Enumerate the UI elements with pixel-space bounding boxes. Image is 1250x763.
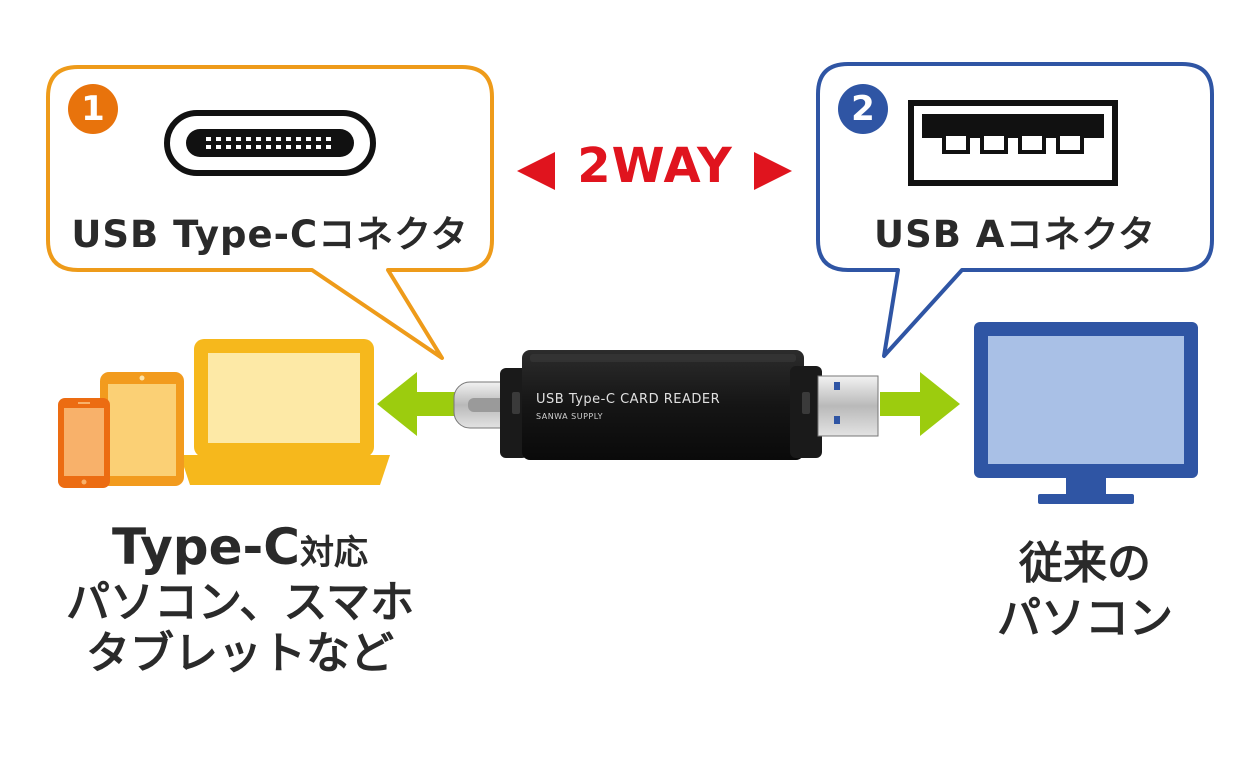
right-caption-line2: パソコン [997,593,1173,644]
left-bubble-label: USB Type-Cコネクタ [71,213,469,256]
smartphone-icon [58,398,110,488]
step-1-badge: 1 [68,84,118,134]
green-arrow-right-icon [880,372,960,436]
usb-card-reader-image [453,350,879,460]
left-caption-compatible: 対応 [299,533,368,573]
step-2-badge: 2 [838,84,888,134]
two-way-label: 2WAY [577,138,733,194]
desktop-monitor-icon [974,322,1198,504]
card-reader-brand-text: SANWA SUPPLY [536,412,604,421]
laptop-icon [180,339,390,485]
right-red-arrow-icon [754,152,792,190]
green-arrow-left-icon [377,372,457,436]
right-device-caption: 従来の パソコン [960,536,1210,646]
card-reader-model-text: USB Type-C CARD READER [536,392,721,407]
left-caption-line1: Type-C対応 [40,518,440,577]
right-caption-line1: 従来の [1019,538,1151,589]
usb-a-port-icon [908,100,1118,186]
left-caption-line3: タブレットなど [86,627,394,679]
left-speech-bubble [46,65,494,360]
tablet-icon [100,372,184,486]
left-caption-type-c: Type-C [112,518,300,576]
usb-type-c-port-icon [164,110,376,176]
left-caption-line2: パソコン、スマホ [65,576,415,628]
right-bubble-label: USB Aコネクタ [874,213,1156,256]
left-red-arrow-icon [517,152,555,190]
left-devices-caption: Type-C対応 パソコン、スマホ タブレットなど [40,518,440,679]
